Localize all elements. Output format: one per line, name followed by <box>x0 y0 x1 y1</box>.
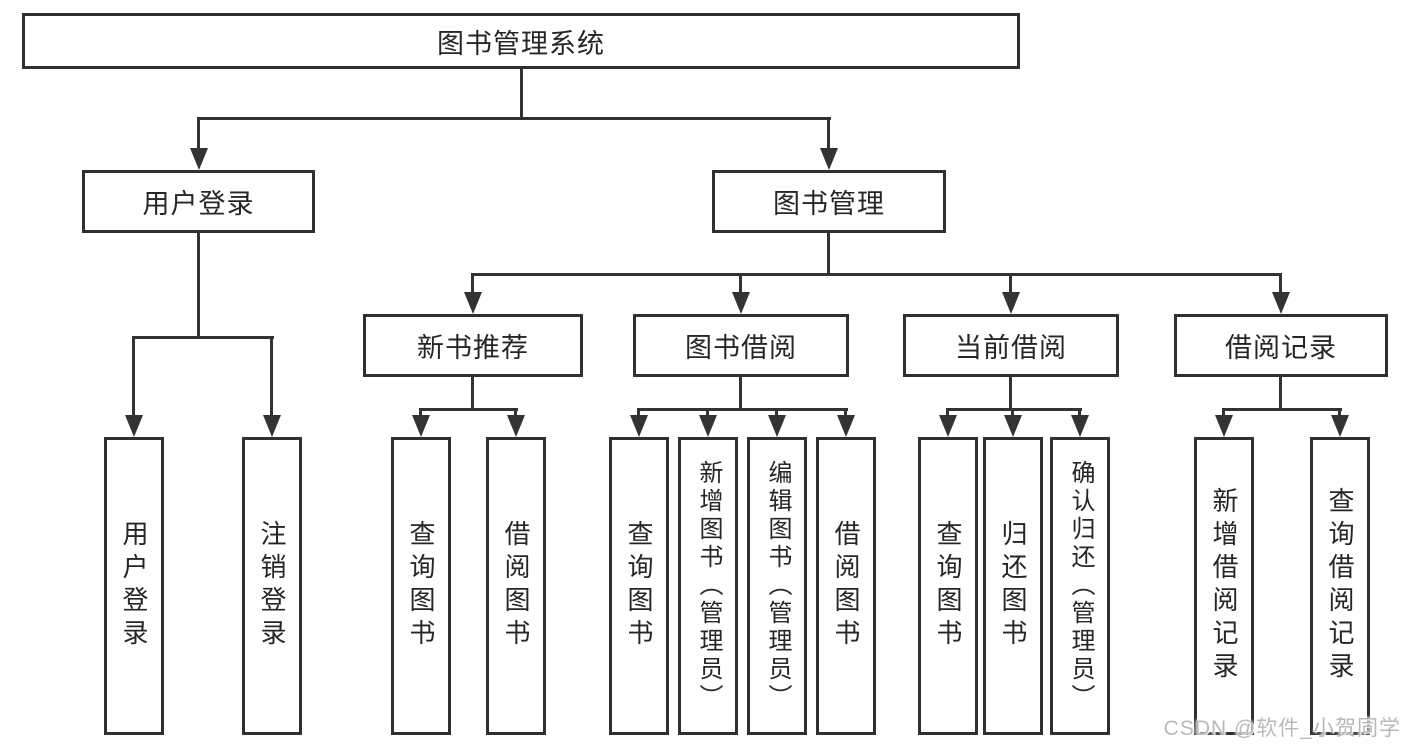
connector-book-management-bar <box>471 273 1282 276</box>
arrow-to-current-borrowing <box>1002 292 1020 314</box>
connector-new-book-bar <box>419 408 518 411</box>
connector-stem-nb-query <box>419 408 422 418</box>
connector-stem-user-login <box>197 117 200 150</box>
connector-user-login-trunk <box>197 233 200 336</box>
leaf-br-query-record: 查询借阅记录 <box>1310 437 1370 735</box>
connector-stem-book-borrowing <box>739 273 742 294</box>
connector-stem-bb-add <box>706 408 709 418</box>
connector-stem-bb-query <box>637 408 640 418</box>
connector-stem-bb-borrow <box>844 408 847 418</box>
arrow-to-borrowing-records <box>1272 292 1290 314</box>
node-user-login: 用户登录 <box>82 170 315 233</box>
connector-stem-leaf-user-login <box>132 336 135 417</box>
leaf-cb-query-books: 查询图书 <box>918 437 978 735</box>
connector-new-book-trunk <box>471 377 474 408</box>
arrow-to-book-management <box>820 148 838 170</box>
connector-stem-cb-query <box>946 408 949 418</box>
connector-stem-br-add <box>1222 408 1225 418</box>
connector-stem-br-query <box>1338 408 1341 418</box>
leaf-bb-borrow-books: 借阅图书 <box>816 437 876 735</box>
leaf-nb-borrow-books: 借阅图书 <box>486 437 546 735</box>
arrow-to-new-book <box>464 292 482 314</box>
connector-user-login-bar <box>132 336 274 339</box>
connector-stem-current-borrowing <box>1009 273 1012 294</box>
arrow-to-nb-borrow <box>507 415 525 437</box>
connector-current-trunk <box>1009 377 1012 408</box>
node-book-borrowing: 图书借阅 <box>633 314 849 377</box>
connector-root-bar <box>197 117 831 120</box>
leaf-logout: 注销登录 <box>242 437 302 735</box>
connector-borrowing-bar <box>637 408 848 411</box>
connector-stem-leaf-logout <box>270 336 273 417</box>
connector-stem-new-book <box>471 273 474 294</box>
connector-book-management-trunk <box>827 233 830 273</box>
connector-stem-cb-return <box>1011 408 1014 418</box>
leaf-nb-query-books: 查询图书 <box>391 437 451 735</box>
connector-records-bar <box>1222 408 1342 411</box>
node-book-management: 图书管理 <box>712 170 946 233</box>
leaf-cb-return-books: 归还图书 <box>983 437 1043 735</box>
arrow-to-bb-borrow <box>837 415 855 437</box>
arrow-to-nb-query <box>412 415 430 437</box>
node-borrowing-records: 借阅记录 <box>1174 314 1388 377</box>
leaf-bb-query-books: 查询图书 <box>609 437 669 735</box>
arrow-to-cb-confirm <box>1071 415 1089 437</box>
connector-stem-bb-edit <box>775 408 778 418</box>
arrow-to-leaf-logout <box>263 415 281 437</box>
arrow-to-book-borrowing <box>732 292 750 314</box>
arrow-to-br-add <box>1215 415 1233 437</box>
arrow-to-bb-add <box>699 415 717 437</box>
connector-stem-nb-borrow <box>514 408 517 418</box>
arrow-to-user-login <box>190 148 208 170</box>
connector-stem-borrowing-records <box>1279 273 1282 294</box>
watermark: CSDN @软件_小贺同学 <box>1163 717 1401 740</box>
arrow-to-br-query <box>1331 415 1349 437</box>
connector-root-trunk <box>520 69 523 117</box>
connector-current-bar <box>946 408 1082 411</box>
leaf-bb-edit-books-admin: 编辑图书（管理员） <box>747 437 807 735</box>
leaf-user-login: 用户登录 <box>104 437 164 735</box>
arrow-to-leaf-user-login <box>125 415 143 437</box>
connector-records-trunk <box>1279 377 1282 408</box>
connector-borrowing-trunk <box>739 377 742 408</box>
node-library-system: 图书管理系统 <box>22 13 1020 69</box>
arrow-to-cb-query <box>939 415 957 437</box>
arrow-to-cb-return <box>1004 415 1022 437</box>
connector-stem-cb-confirm <box>1078 408 1081 418</box>
connector-stem-book-management <box>827 117 830 150</box>
leaf-br-add-record: 新增借阅记录 <box>1194 437 1254 735</box>
leaf-cb-confirm-return-admin: 确认归还（管理员） <box>1050 437 1110 735</box>
node-new-book-recommend: 新书推荐 <box>363 314 583 377</box>
leaf-bb-add-books-admin: 新增图书（管理员） <box>678 437 738 735</box>
arrow-to-bb-edit <box>768 415 786 437</box>
node-current-borrowing: 当前借阅 <box>903 314 1119 377</box>
arrow-to-bb-query <box>630 415 648 437</box>
